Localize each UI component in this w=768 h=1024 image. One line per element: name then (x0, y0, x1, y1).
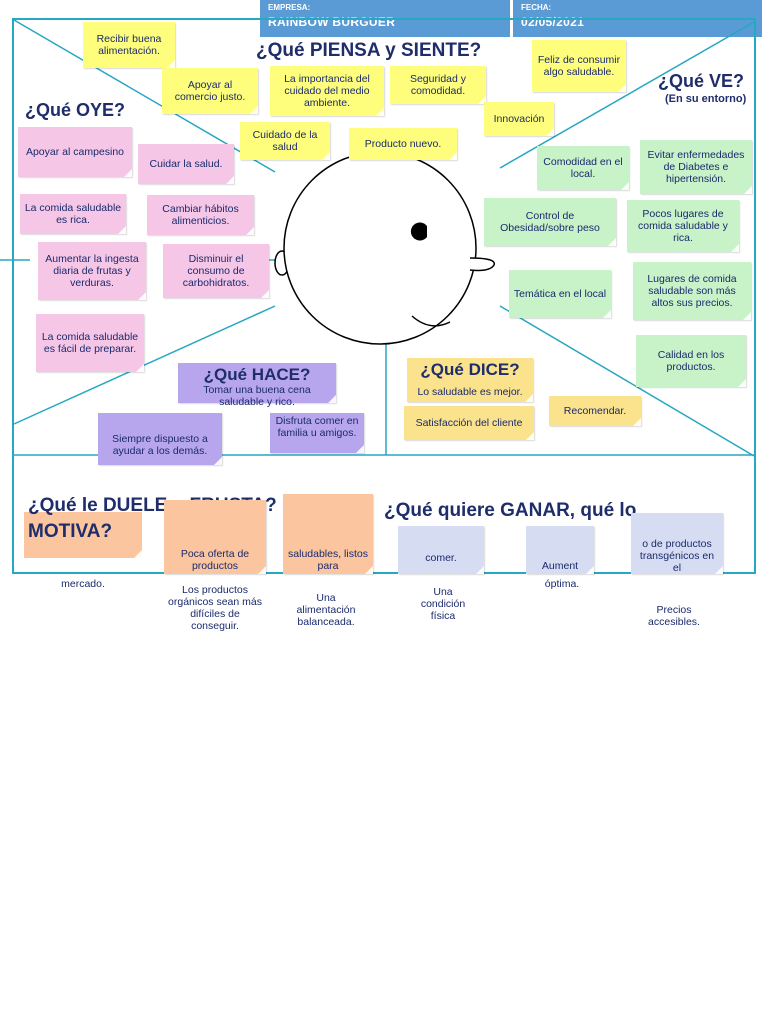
dice-note-1: ¿Qué DICE? Lo saludable es mejor. (407, 358, 533, 402)
heading-hace: ¿Qué HACE? (203, 365, 311, 384)
oye-note-5: Aumentar la ingesta diaria de frutas y v… (38, 242, 146, 300)
heading-piensa: ¿Qué PIENSA y SIENTE? (256, 40, 482, 61)
dice-note-3: Recomendar. (549, 396, 641, 426)
ganar-note-1: comer. (398, 526, 484, 574)
ve-note-1: Comodidad en el local. (537, 146, 629, 190)
ve-note-6: Lugares de comida saludable son más alto… (633, 262, 751, 320)
oye-note-4: Cambiar hábitos alimenticios. (147, 195, 254, 235)
ganar-text-condicion: Una condición física (420, 586, 466, 622)
piensa-note-4: Seguridad y comodidad. (390, 66, 486, 104)
oye-note-6: Disminuir el consumo de carbohidratos. (163, 244, 269, 298)
duele-note-2: Poca oferta de productos (164, 500, 266, 574)
ganar-text-optima: óptima. (544, 578, 580, 590)
piensa-note-8: Producto nuevo. (349, 128, 457, 160)
piensa-note-5: Feliz de consumir algo saludable. (532, 40, 626, 92)
heading-dice: ¿Qué DICE? (420, 360, 520, 379)
heading-ve: ¿Qué VE? (658, 71, 745, 91)
piensa-note-2: Apoyar al comercio justo. (162, 68, 258, 114)
oye-note-2: Cuidar la salud. (138, 144, 234, 184)
face-icon (274, 151, 496, 345)
heading-duele-2: MOTIVA? (28, 521, 113, 542)
company-label: EMPRESA: (268, 3, 311, 12)
ve-note-2: Evitar enfermedades de Diabetes e hipert… (640, 140, 752, 194)
empathy-map-frame (12, 18, 756, 574)
ve-note-3: Control de Obesidad/sobre peso (484, 198, 616, 246)
ve-note-5: Temática en el local (509, 270, 611, 318)
date-label: FECHA: (521, 3, 552, 12)
piensa-note-3: La importancia del cuidado del medio amb… (270, 66, 384, 116)
duele-text-organicos: Los productos orgánicos sean más difícil… (168, 584, 262, 632)
piensa-note-1: Recibir buena alimentación. (83, 22, 175, 68)
ganar-note-2: Aument (526, 526, 594, 574)
heading-ganar: ¿Qué quiere GANAR, qué lo (384, 500, 637, 521)
duele-note-3: saludables, listos para (283, 494, 373, 574)
dice-note-1-text: Lo saludable es mejor. (417, 386, 523, 398)
ganar-note-3: o de productos transgénicos en el (631, 513, 723, 574)
ganar-text-precios: Precios accesibles. (648, 604, 700, 628)
heading-oye: ¿Qué OYE? (25, 100, 126, 120)
hace-note-3: Disfruta comer en familia u amigos. (270, 413, 364, 453)
duele-text-alimentacion: Una alimentación balanceada. (296, 592, 356, 628)
hace-note-2: Siempre dispuesto a ayudar a los demás. (98, 413, 222, 465)
piensa-note-7: Cuidado de la salud (240, 122, 330, 160)
ve-note-4: Pocos lugares de comida saludable y rica… (627, 200, 739, 252)
oye-note-3: La comida saludable es rica. (20, 194, 126, 234)
ve-note-7: Calidad en los productos. (636, 335, 746, 387)
duele-text-mercado: mercado. (61, 578, 105, 590)
heading-ve-sub: (En su entorno) (665, 93, 747, 105)
oye-note-1: Apoyar al campesino (18, 127, 132, 177)
hace-note-1-text: Tomar una buena cena saludable y rico. (203, 384, 311, 408)
oye-note-7: La comida saludable es fácil de preparar… (36, 314, 144, 372)
piensa-note-6: Innovación (484, 102, 554, 136)
dice-note-2: Satisfacción del cliente (404, 406, 534, 440)
duele-note-1: ¿Qué le DUELE o FRUSTA? MOTIVA? (24, 496, 277, 558)
hace-note-1: ¿Qué HACE? Tomar una buena cena saludabl… (178, 363, 336, 408)
